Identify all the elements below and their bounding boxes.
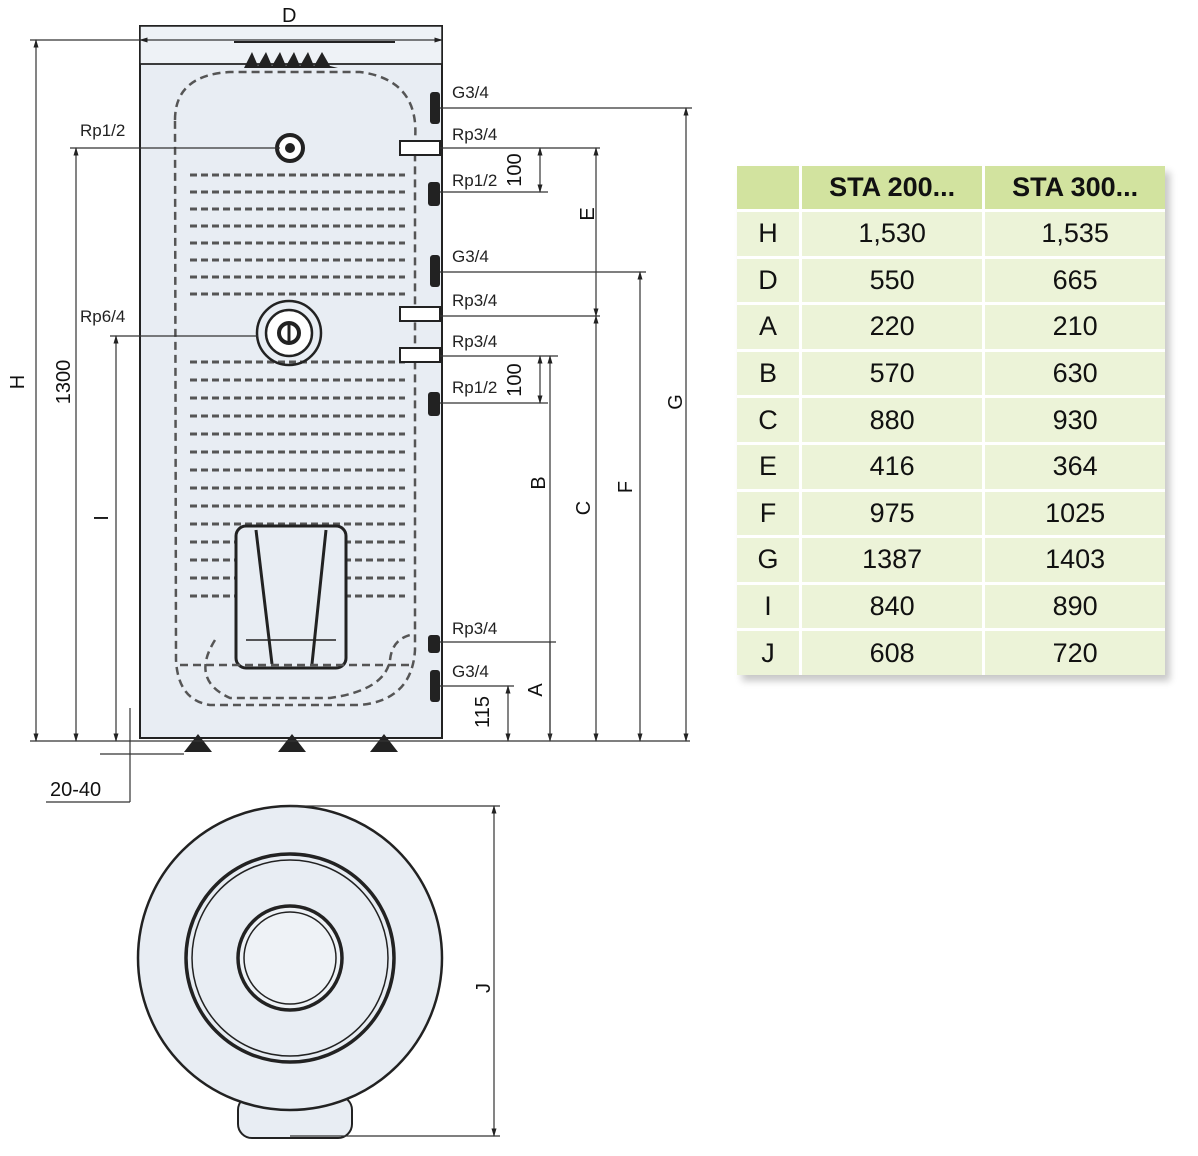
sta200-value: 608 bbox=[800, 628, 986, 675]
dimension-key: E bbox=[737, 441, 802, 491]
sta300-value: 1403 bbox=[983, 535, 1165, 584]
dim-100-upper: 100 bbox=[504, 153, 526, 186]
sta300-value: 930 bbox=[983, 395, 1165, 444]
dim-g-label: G bbox=[665, 394, 687, 410]
sta200-value: 570 bbox=[800, 348, 986, 397]
tank-feet bbox=[184, 734, 398, 752]
sensor-port-upper bbox=[275, 133, 305, 163]
port-label-rp64: Rp6/4 bbox=[80, 307, 125, 326]
sta300-value: 1,535 bbox=[983, 209, 1165, 258]
dim-foot-label: 20-40 bbox=[50, 779, 101, 801]
conn-label-4: G3/4 bbox=[452, 247, 489, 266]
sta300-value: 665 bbox=[983, 255, 1165, 304]
dim-f-label: F bbox=[615, 481, 637, 493]
conn-label-6: Rp3/4 bbox=[452, 332, 497, 351]
dimension-key: J bbox=[737, 628, 802, 675]
conn-label-2: Rp3/4 bbox=[452, 125, 497, 144]
anode-port bbox=[255, 299, 323, 367]
sta300-value: 630 bbox=[983, 348, 1165, 397]
table-header-row: STA 200... STA 300... bbox=[737, 166, 1165, 211]
connection-labels: G3/4 Rp3/4 Rp1/2 G3/4 Rp3/4 Rp3/4 Rp1/2 … bbox=[80, 83, 497, 681]
dimension-key: I bbox=[737, 581, 802, 630]
tank-elevation bbox=[30, 25, 690, 752]
sta200-value: 220 bbox=[800, 302, 986, 351]
dimension-key: A bbox=[737, 302, 802, 351]
sta300-value: 364 bbox=[983, 441, 1165, 491]
tank-plan-view: J bbox=[136, 804, 500, 1139]
table-header-sta300: STA 300... bbox=[983, 166, 1165, 211]
upper-heat-exchanger-coil bbox=[190, 173, 405, 296]
table-header-sta200: STA 200... bbox=[800, 166, 986, 211]
sta200-value: 1387 bbox=[800, 535, 986, 584]
sta200-value: 840 bbox=[800, 581, 986, 630]
dim-115-label: 115 bbox=[472, 696, 494, 728]
lower-heat-exchanger-coil bbox=[190, 360, 405, 598]
sta300-value: 890 bbox=[983, 581, 1165, 630]
dimension-key: G bbox=[737, 535, 802, 584]
dimension-key: C bbox=[737, 395, 802, 444]
sta200-value: 1,530 bbox=[800, 209, 986, 258]
dim-100-lower: 100 bbox=[504, 363, 526, 396]
port-label-rp12: Rp1/2 bbox=[80, 121, 125, 140]
dimension-key: F bbox=[737, 488, 802, 537]
dim-b-label: B bbox=[528, 476, 550, 489]
dim-c-label: C bbox=[573, 501, 595, 515]
inspection-flange bbox=[234, 524, 348, 670]
sta200-value: 880 bbox=[800, 395, 986, 444]
dim-d-label: D bbox=[282, 5, 296, 27]
conn-label-9: G3/4 bbox=[452, 662, 489, 681]
dimension-key: D bbox=[737, 255, 802, 304]
sta300-value: 720 bbox=[983, 628, 1165, 675]
dim-1300-label: 1300 bbox=[53, 360, 75, 405]
dimension-key: H bbox=[737, 209, 802, 258]
sta300-value: 1025 bbox=[983, 488, 1165, 537]
sta300-value: 210 bbox=[983, 302, 1165, 351]
table-header-corner bbox=[737, 166, 802, 211]
dimension-lines: D H 1300 I 20-40 100 100 E bbox=[7, 5, 692, 803]
conn-label-3: Rp1/2 bbox=[452, 171, 497, 190]
dim-a-label: A bbox=[525, 683, 547, 697]
conn-label-7: Rp1/2 bbox=[452, 378, 497, 397]
conn-label-1: G3/4 bbox=[452, 83, 489, 102]
sta200-value: 550 bbox=[800, 255, 986, 304]
dim-e-label: E bbox=[577, 207, 599, 220]
sta200-value: 416 bbox=[800, 441, 986, 491]
dim-h-label: H bbox=[7, 375, 29, 389]
dimension-key: B bbox=[737, 348, 802, 397]
dim-j-label: J bbox=[473, 983, 495, 993]
conn-label-5: Rp3/4 bbox=[452, 291, 497, 310]
sta200-value: 975 bbox=[800, 488, 986, 537]
conn-label-8: Rp3/4 bbox=[452, 619, 497, 638]
dim-i-label: I bbox=[91, 515, 113, 521]
